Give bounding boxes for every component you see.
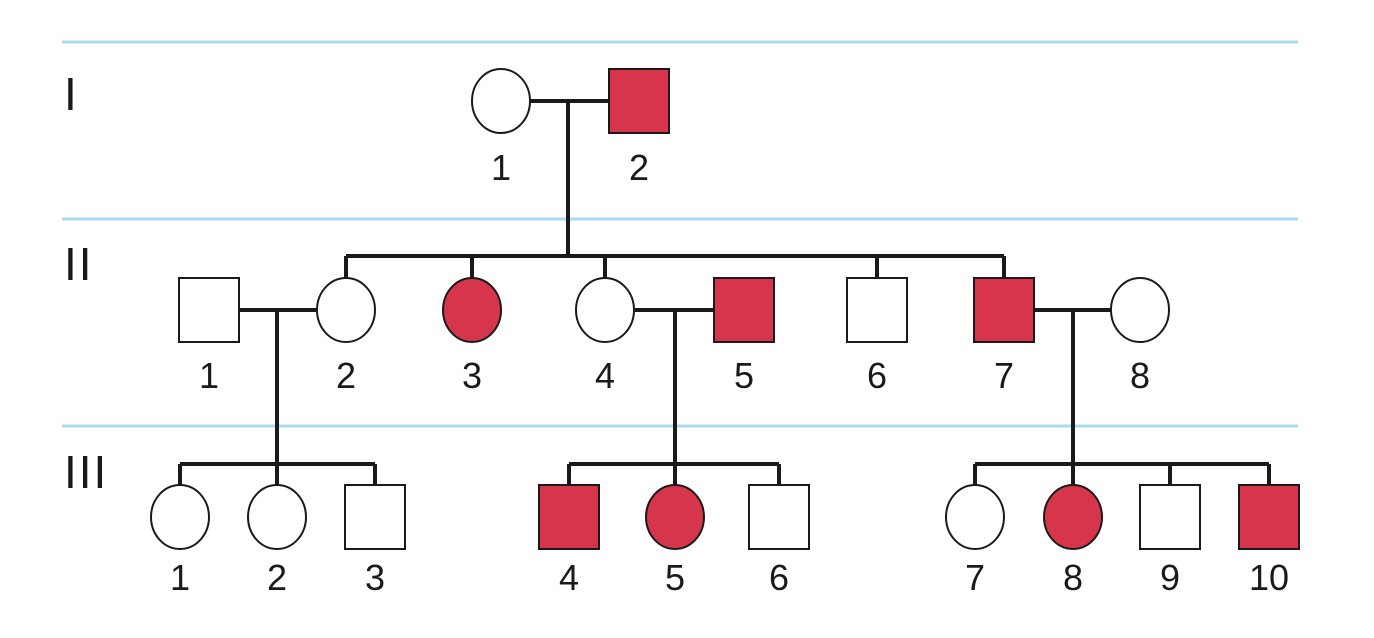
individual-i-2-male-square <box>608 68 670 134</box>
individual-number-ii-5: 5 <box>734 355 754 396</box>
individual-ii-4-female-circle <box>575 277 635 343</box>
individual-i-1-female-circle <box>471 68 531 134</box>
individual-ii-6-male-square <box>846 277 908 343</box>
generation-label-i: I <box>64 68 79 120</box>
individual-number-ii-6: 6 <box>867 355 887 396</box>
individual-number-iii-3: 3 <box>365 557 385 598</box>
individual-number-i-1: 1 <box>491 147 511 188</box>
individual-ii-1-male-square <box>178 277 240 343</box>
individual-iii-2-female-circle <box>247 484 307 550</box>
individual-iii-5-female-circle <box>645 484 705 550</box>
individual-ii-7-male-square <box>973 277 1035 343</box>
individual-ii-5-male-square <box>713 277 775 343</box>
generation-label-ii: II <box>64 238 94 290</box>
individual-number-iii-9: 9 <box>1160 557 1180 598</box>
individual-ii-2-female-circle <box>316 277 376 343</box>
individual-iii-6-male-square <box>748 484 810 550</box>
individual-iii-8-female-circle <box>1043 484 1103 550</box>
individual-iii-9-male-square <box>1139 484 1201 550</box>
generation-label-iii: III <box>64 446 108 498</box>
individual-number-iii-6: 6 <box>769 557 789 598</box>
individual-number-ii-3: 3 <box>462 355 482 396</box>
individual-number-iii-7: 7 <box>965 557 985 598</box>
individual-number-ii-4: 4 <box>595 355 615 396</box>
individual-ii-8-female-circle <box>1110 277 1170 343</box>
individual-number-iii-1: 1 <box>170 557 190 598</box>
individual-number-iii-10: 10 <box>1249 557 1289 598</box>
individual-iii-7-female-circle <box>945 484 1005 550</box>
individual-iii-10-male-square <box>1238 484 1300 550</box>
individual-number-ii-1: 1 <box>199 355 219 396</box>
individual-number-i-2: 2 <box>629 147 649 188</box>
individual-iii-3-male-square <box>344 484 406 550</box>
pedigree-lines <box>178 99 1271 487</box>
individual-number-iii-8: 8 <box>1063 557 1083 598</box>
individual-iii-4-male-square <box>538 484 600 550</box>
individuals: 1 2 1 2 3 4 5 6 7 8 1 2 3 4 5 6 7 8 9 10 <box>150 68 1300 598</box>
individual-iii-1-female-circle <box>150 484 210 550</box>
generation-labels: I II III <box>64 68 108 498</box>
generation-dividers <box>62 40 1298 428</box>
individual-number-iii-4: 4 <box>559 557 579 598</box>
individual-ii-3-female-circle <box>442 277 502 343</box>
individual-number-ii-7: 7 <box>994 355 1014 396</box>
individual-number-iii-2: 2 <box>267 557 287 598</box>
individual-number-iii-5: 5 <box>665 557 685 598</box>
individual-number-ii-8: 8 <box>1130 355 1150 396</box>
individual-number-ii-2: 2 <box>336 355 356 396</box>
